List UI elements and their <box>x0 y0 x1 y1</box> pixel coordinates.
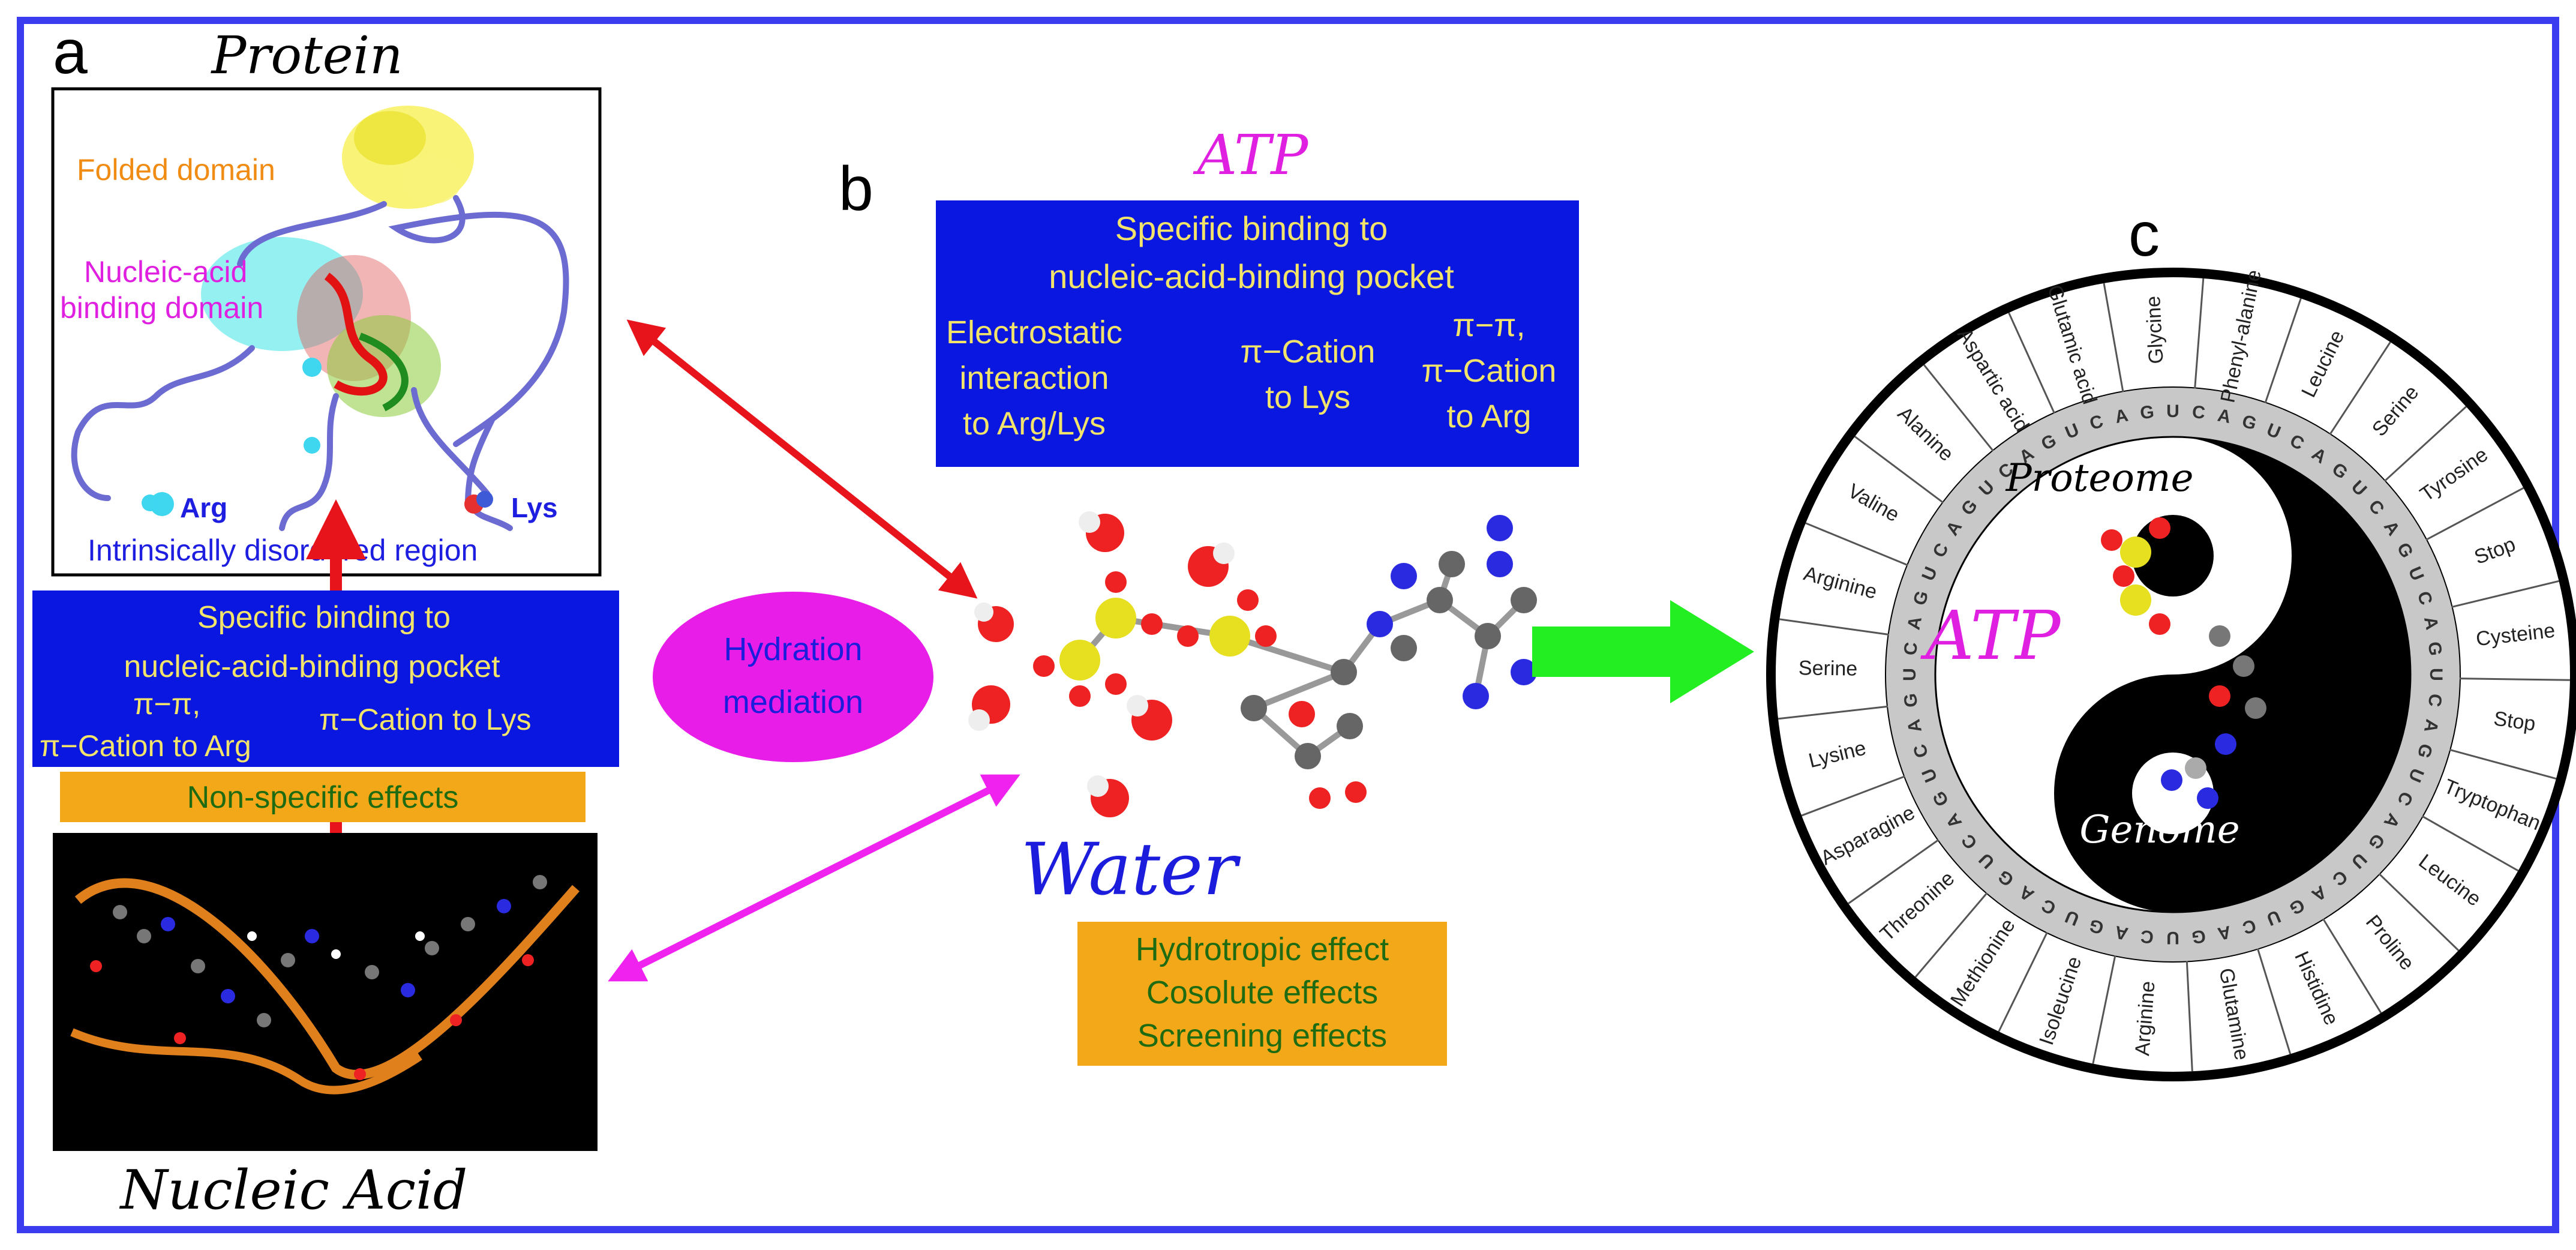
wheel-spoke <box>1923 364 1994 452</box>
wheel-spoke <box>2256 948 2292 1054</box>
atp-box-cation1: π−Cation <box>1241 334 1376 370</box>
nucleotide-atoms <box>90 875 547 1080</box>
effects-box: Hydrotropic effect Cosolute effects Scre… <box>1077 922 1447 1066</box>
wheel-spoke <box>2421 815 2519 872</box>
atp-box-pipi: π−π, <box>1452 307 1525 343</box>
lys-residue-icon <box>476 491 493 508</box>
codon-base-letter: C <box>2191 402 2206 423</box>
protein-title: Protein <box>210 26 403 86</box>
codon-base-letter: C <box>2424 693 2445 708</box>
codon-base-letter: C <box>2140 926 2155 947</box>
wheel-spoke <box>2459 678 2570 681</box>
wheel-spoke <box>1848 839 1939 904</box>
wheel-atp-label: ATP <box>1920 597 2061 675</box>
amino-acid-label: Serine <box>1799 657 1858 680</box>
nonspecific-box: Non-specific effects <box>60 772 586 822</box>
wheel-spoke <box>2194 278 2205 389</box>
effect-screening: Screening effects <box>1137 1018 1387 1054</box>
atp-box-elec1: Electrostatic <box>946 314 1122 350</box>
effect-hydrotropic: Hydrotropic effect <box>1136 931 1389 967</box>
nonspecific-label: Non-specific effects <box>187 780 459 815</box>
wheel-spoke <box>2185 961 2193 1072</box>
wheel-spoke <box>2378 873 2460 951</box>
codon-base-ring <box>1886 388 2460 961</box>
wheel-spoke <box>2322 918 2382 1014</box>
protein-panel: Folded domain Nucleic-acid binding domai… <box>51 87 602 577</box>
hydration-line1: Hydration <box>723 631 862 667</box>
hydration-ellipse: Hydration mediation <box>653 592 933 762</box>
panel-label-a: a <box>53 17 88 87</box>
protein-atp-arrow <box>626 319 978 599</box>
idr-label: Intrinsically disordered region <box>88 533 478 567</box>
atp-title: ATP <box>1193 123 1310 187</box>
left-box-line2: nucleic-acid-binding pocket <box>124 649 500 684</box>
binding-domain-label-line2: binding domain <box>60 291 263 325</box>
wheel-atp-molecule <box>2101 517 2266 809</box>
wheel-spoke <box>1998 931 2048 1032</box>
dna-backbone <box>74 878 580 1080</box>
wheel-spoke <box>2449 748 2557 780</box>
green-arrow <box>1532 600 1754 703</box>
wheel-spoke <box>2383 406 2467 482</box>
codon-base-letter: U <box>2166 401 2179 421</box>
folded-domain-label: Folded domain <box>77 153 275 187</box>
disordered-chain <box>71 195 569 531</box>
wheel-spoke <box>2264 298 2302 403</box>
wheel-spoke <box>2425 487 2524 541</box>
arg-label: Arg <box>180 492 227 523</box>
codon-base-letter: U <box>2426 668 2446 681</box>
atp-box-elec3: to Arg/Lys <box>963 406 1106 442</box>
left-box-line1: Specific binding to <box>197 600 451 635</box>
codon-base-letter: U <box>2166 928 2179 948</box>
proteome-label: Proteome <box>2005 456 2194 500</box>
lys-label: Lys <box>511 492 558 523</box>
wheel-spoke <box>2103 283 2124 392</box>
nucleic-water-arrow <box>608 774 1020 982</box>
wheel-spoke <box>1914 892 1988 978</box>
codon-base-letter: G <box>1901 693 1922 708</box>
atp-box-elec2: interaction <box>959 360 1109 396</box>
wheel-spoke <box>1801 775 1905 817</box>
binding-domain-label-line1: Nucleic-acid <box>84 255 247 289</box>
codon-base-letter: G <box>2139 402 2155 423</box>
hydration-line2: mediation <box>723 684 863 720</box>
genome-label: Genome <box>2079 808 2239 852</box>
codon-base-letter: C <box>1901 642 1922 657</box>
atp-binding-box: Specific binding to nucleic-acid-binding… <box>936 200 1579 467</box>
atp-box-line1: Specific binding to <box>1115 209 1388 247</box>
atp-box-line2: nucleic-acid-binding pocket <box>1049 257 1454 295</box>
folded-domain-structure <box>342 106 474 209</box>
wheel-spoke <box>1854 436 1944 503</box>
wheel-spoke <box>2092 955 2116 1064</box>
amino-acid-label: Glycine <box>2142 295 2167 364</box>
nucleic-acid-title: Nucleic Acid <box>119 1159 468 1222</box>
panel-label-b: b <box>839 154 873 224</box>
atp-box-picat: π−Cation <box>1422 353 1557 389</box>
codon-base-letter: U <box>1900 668 1920 681</box>
panel-label-c: c <box>2128 200 2160 269</box>
wheel-spoke <box>2329 341 2391 435</box>
atp-box-cation2: to Lys <box>1265 379 1350 415</box>
wheel-spoke <box>1805 522 1908 566</box>
wheel-spoke <box>1779 618 1889 636</box>
codon-base-letter: G <box>2424 641 2445 657</box>
water-title: Water <box>1020 828 1241 912</box>
effect-cosolute: Cosolute effects <box>1146 975 1378 1011</box>
left-binding-box: Specific binding to nucleic-acid-binding… <box>32 590 619 767</box>
left-box-cation-lys: π−Cation to Lys <box>319 703 532 736</box>
atp-molecule <box>968 511 1537 817</box>
left-box-cation-arg: π−Cation to Arg <box>40 729 251 763</box>
atp-box-toarg: to Arg <box>1446 398 1531 434</box>
wheel-spoke <box>2008 312 2055 414</box>
wheel-spoke <box>1778 705 1889 720</box>
nucleic-acid-panel <box>53 833 598 1151</box>
codon-base-letter: G <box>2191 926 2206 947</box>
wheel-spoke <box>2451 580 2559 608</box>
left-box-pipi: π−π, <box>133 687 200 721</box>
binding-domain-structure <box>201 237 441 417</box>
